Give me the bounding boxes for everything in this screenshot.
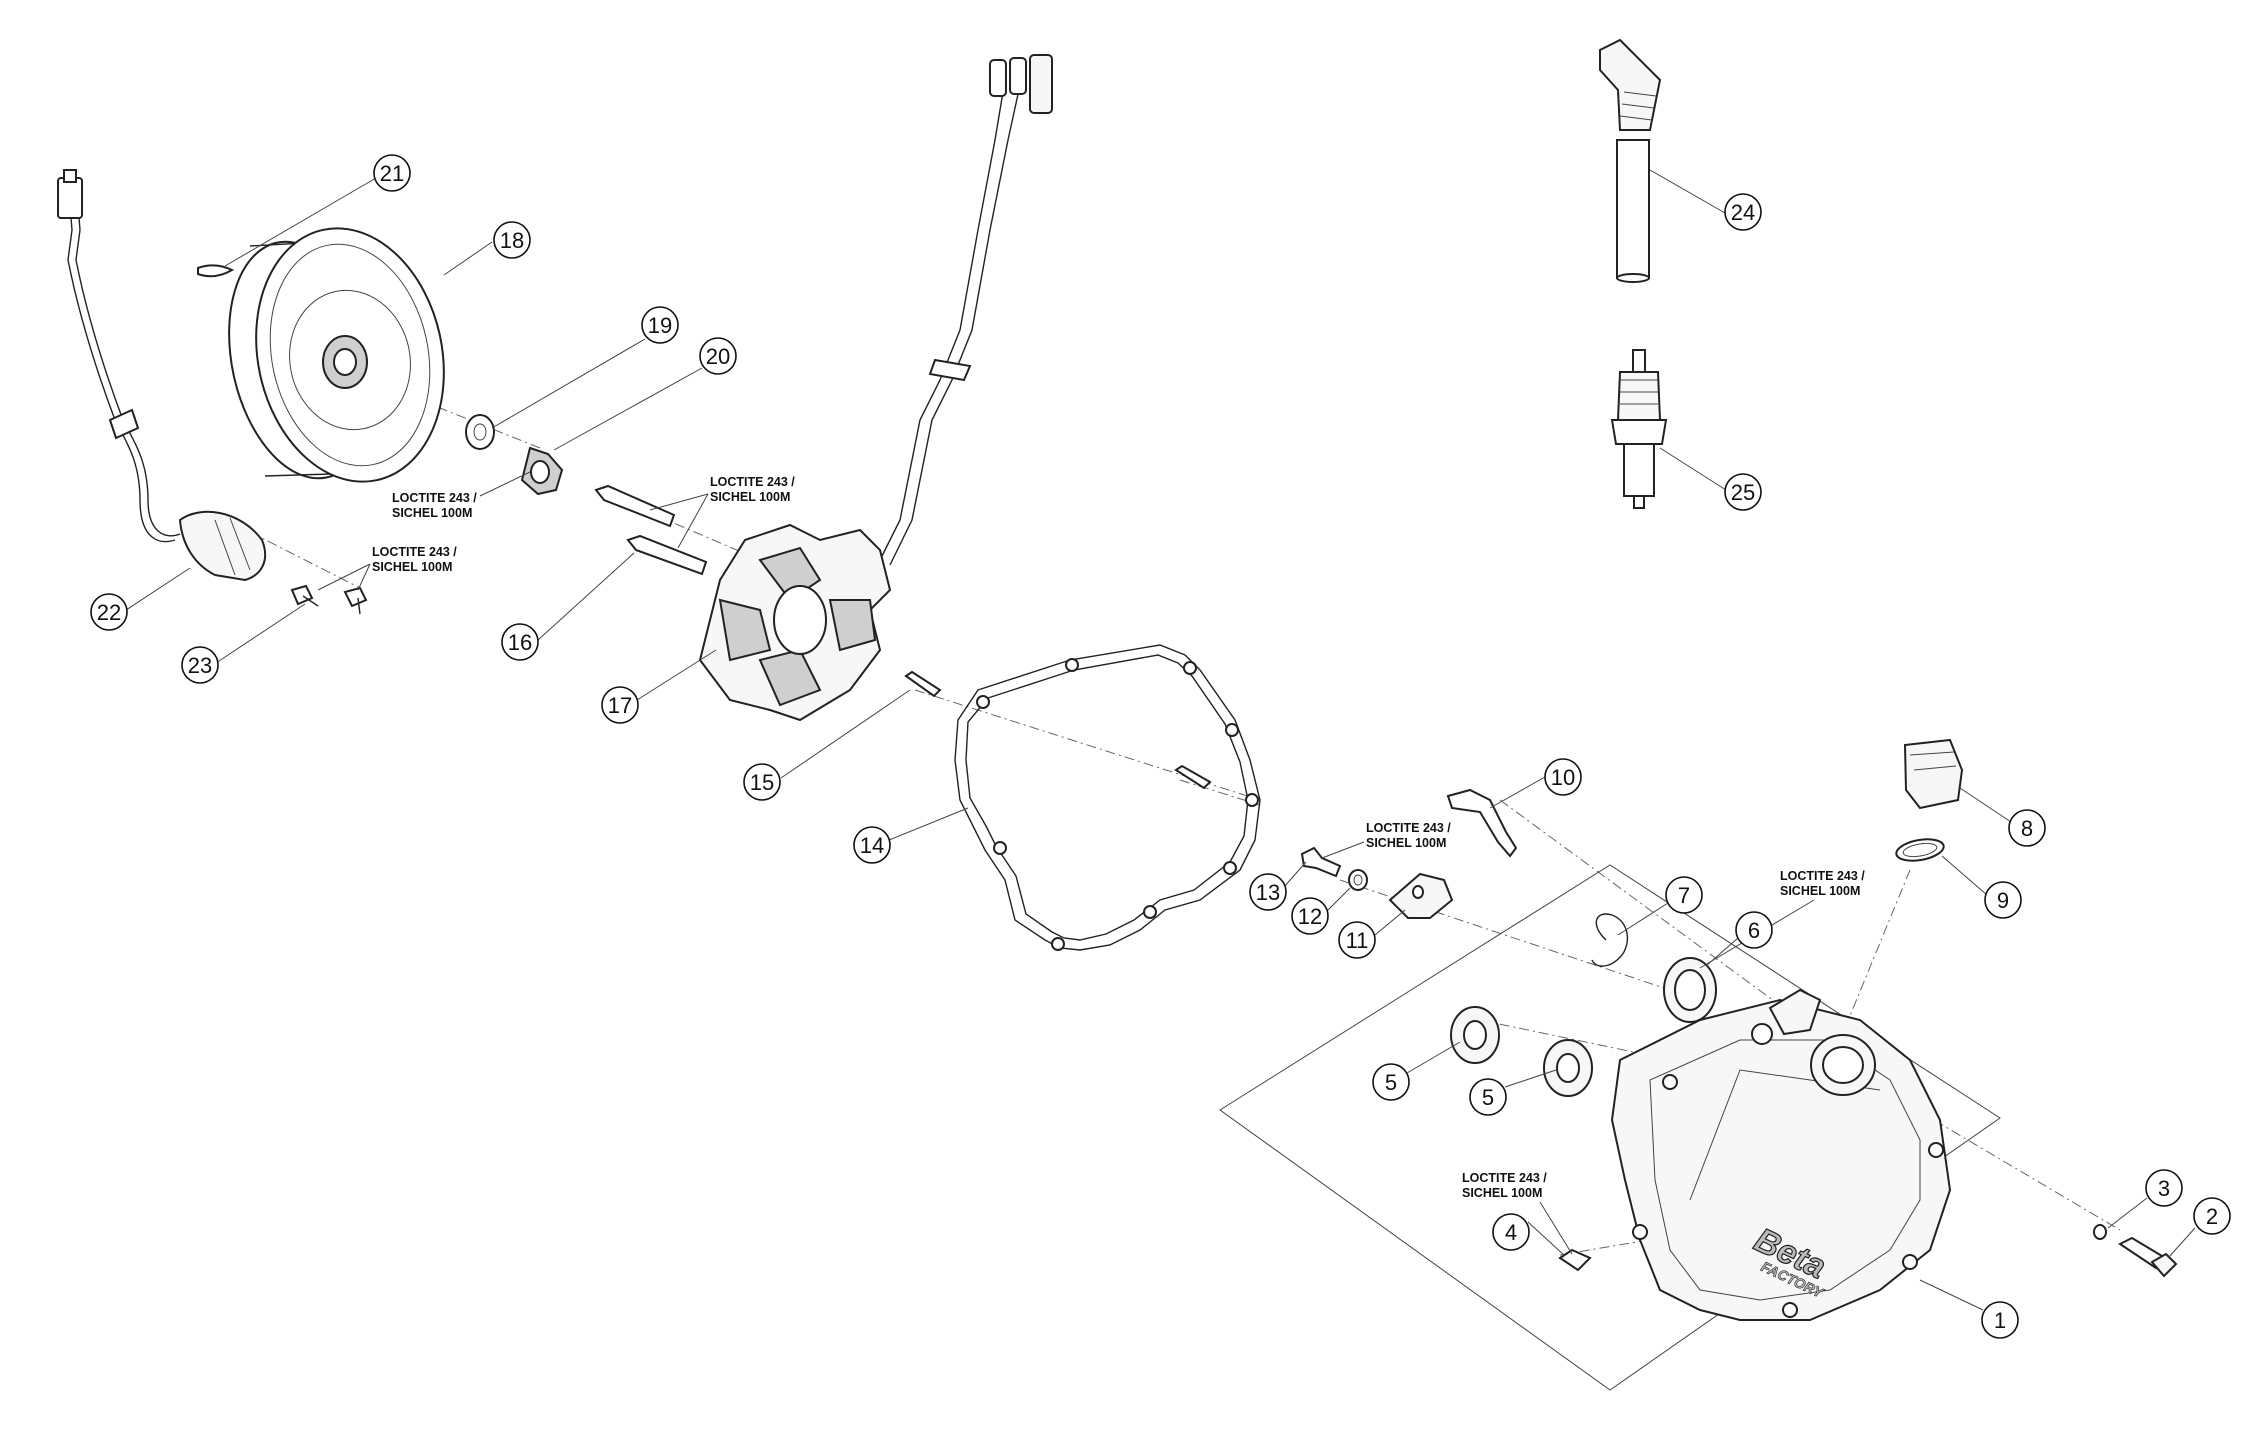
callout-7: 7 (1665, 876, 1703, 914)
washer-part (465, 414, 495, 450)
clutch-cover-part: Beta FACTORY (1219, 864, 2001, 1391)
callout-15: 15 (743, 763, 781, 801)
svg-text:25: 25 (1731, 480, 1755, 505)
note-4-line1: LOCTITE 243 / (1462, 1171, 1547, 1185)
svg-text:3: 3 (2158, 1176, 2170, 1201)
callout-14: 14 (853, 826, 891, 864)
svg-text:16: 16 (508, 630, 532, 655)
note-6-line2: SICHEL 100M (1780, 884, 1860, 898)
callout-20: 20 (699, 337, 737, 375)
note-23-line2: SICHEL 100M (372, 560, 452, 574)
loctite-note-13: LOCTITE 243 / SICHEL 100M (1321, 821, 1451, 859)
callout-5b: 5 (1469, 1078, 1507, 1116)
callout-9: 9 (1984, 881, 2022, 919)
note-16-line2: SICHEL 100M (710, 490, 790, 504)
svg-text:10: 10 (1551, 765, 1575, 790)
oil-filler-plug-parts (1895, 738, 1964, 862)
svg-text:13: 13 (1256, 880, 1280, 905)
svg-text:12: 12 (1298, 904, 1322, 929)
svg-text:5: 5 (1385, 1070, 1397, 1095)
svg-text:21: 21 (380, 161, 404, 186)
flywheel-rotor-part (228, 227, 445, 483)
callout-16: 16 (501, 623, 539, 661)
stator-bolts-part (594, 484, 708, 576)
svg-text:22: 22 (97, 600, 121, 625)
note-4-line2: SICHEL 100M (1462, 1186, 1542, 1200)
svg-text:1: 1 (1994, 1308, 2006, 1333)
loctite-note-16: LOCTITE 243 / SICHEL 100M (649, 475, 795, 549)
spark-plug-cap-part (1599, 38, 1662, 283)
callout-18: 18 (493, 221, 531, 259)
callout-23: 23 (181, 646, 219, 684)
note-20-line2: SICHEL 100M (392, 506, 472, 520)
svg-text:15: 15 (750, 770, 774, 795)
note-13-line2: SICHEL 100M (1366, 836, 1446, 850)
svg-text:20: 20 (706, 344, 730, 369)
callout-22: 22 (90, 593, 128, 631)
callout-2: 2 (2193, 1197, 2231, 1235)
note-13-line1: LOCTITE 243 / (1366, 821, 1451, 835)
callout-3: 3 (2145, 1169, 2183, 1207)
callout-11: 11 (1338, 921, 1376, 959)
woodruff-key-part (197, 264, 235, 278)
svg-text:7: 7 (1678, 883, 1690, 908)
svg-text:5: 5 (1482, 1085, 1494, 1110)
loctite-note-23: LOCTITE 243 / SICHEL 100M (317, 545, 457, 591)
callout-21: 21 (373, 154, 411, 192)
loctite-note-20: LOCTITE 243 / SICHEL 100M (392, 471, 531, 520)
callout-19: 19 (641, 306, 679, 344)
svg-text:6: 6 (1748, 918, 1760, 943)
callout-6: 6 (1735, 911, 1773, 949)
callout-10: 10 (1544, 758, 1582, 796)
callout-8: 8 (2008, 809, 2046, 847)
note-16-line1: LOCTITE 243 / (710, 475, 795, 489)
loctite-note-4: LOCTITE 243 / SICHEL 100M (1462, 1171, 1573, 1255)
svg-text:18: 18 (500, 228, 524, 253)
svg-text:24: 24 (1731, 200, 1755, 225)
callout-13: 13 (1249, 873, 1287, 911)
svg-text:17: 17 (608, 693, 632, 718)
callout-25: 25 (1724, 473, 1762, 511)
cover-dowel-part (1558, 1248, 1592, 1272)
svg-text:23: 23 (188, 653, 212, 678)
stator-part (698, 54, 1053, 722)
dowel-pin-part (904, 670, 1212, 790)
svg-text:9: 9 (1997, 888, 2009, 913)
cover-screw-washer-parts (2093, 1224, 2178, 1278)
callout-17: 17 (601, 686, 639, 724)
svg-text:11: 11 (1346, 928, 1369, 953)
note-20-line1: LOCTITE 243 / (392, 491, 477, 505)
note-23-line1: LOCTITE 243 / (372, 545, 457, 559)
callout-1: 1 (1981, 1301, 2019, 1339)
svg-text:4: 4 (1505, 1220, 1517, 1245)
flywheel-nut-part (520, 446, 564, 496)
pickup-sensor-part (57, 169, 267, 582)
svg-text:8: 8 (2021, 816, 2033, 841)
svg-text:19: 19 (648, 313, 672, 338)
loctite-note-6: LOCTITE 243 / SICHEL 100M (1699, 869, 1865, 969)
bearings-seal-circlip-parts (1450, 913, 1717, 1097)
callout-24: 24 (1724, 193, 1762, 231)
callout-12: 12 (1291, 897, 1329, 935)
callout-5a: 5 (1372, 1063, 1410, 1101)
note-6-line1: LOCTITE 243 / (1780, 869, 1865, 883)
svg-text:2: 2 (2206, 1204, 2218, 1229)
leader-lines (125, 169, 2196, 1311)
svg-text:14: 14 (860, 833, 884, 858)
gasket-part (954, 644, 1261, 951)
sensor-screws-part (290, 584, 368, 615)
cable-clamp-parts (1300, 788, 1518, 919)
spark-plug-part (1610, 349, 1668, 509)
callout-4: 4 (1492, 1213, 1530, 1251)
